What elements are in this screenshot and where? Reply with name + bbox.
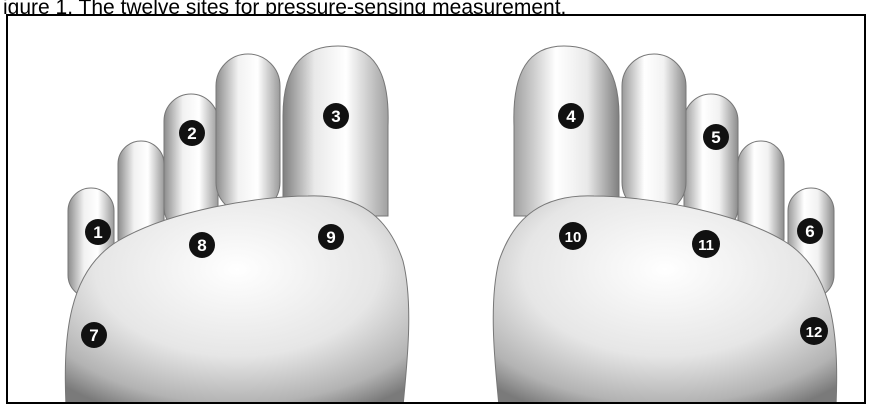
right-foot [493,46,836,404]
left-foot [65,46,408,404]
marker-6: 6 [797,218,823,244]
svg-text:10: 10 [565,229,582,246]
marker-9: 9 [318,224,344,250]
svg-text:4: 4 [566,107,576,126]
svg-text:8: 8 [197,236,206,255]
svg-text:3: 3 [331,107,340,126]
right-toe-big [514,46,619,216]
feet-illustration: 1 2 3 4 5 6 7 8 [8,16,866,404]
marker-5: 5 [703,124,729,150]
marker-8: 8 [189,232,215,258]
marker-12: 12 [800,317,828,345]
svg-text:7: 7 [89,326,98,345]
svg-text:9: 9 [326,228,335,247]
svg-text:12: 12 [806,324,823,341]
marker-7: 7 [81,322,107,348]
right-toe-second [622,54,686,214]
figure-frame: 1 2 3 4 5 6 7 8 [6,14,866,404]
marker-1: 1 [85,219,111,245]
marker-10: 10 [559,222,587,250]
left-toe-second [216,54,280,214]
svg-text:1: 1 [93,223,102,242]
svg-text:5: 5 [711,128,720,147]
left-sole [65,196,408,404]
marker-11: 11 [692,230,720,258]
marker-2: 2 [179,120,205,146]
svg-text:11: 11 [698,237,714,254]
left-toe-big [283,46,388,216]
marker-4: 4 [558,103,584,129]
right-sole [493,196,836,404]
svg-text:2: 2 [187,124,196,143]
svg-text:6: 6 [805,222,814,241]
marker-3: 3 [323,103,349,129]
